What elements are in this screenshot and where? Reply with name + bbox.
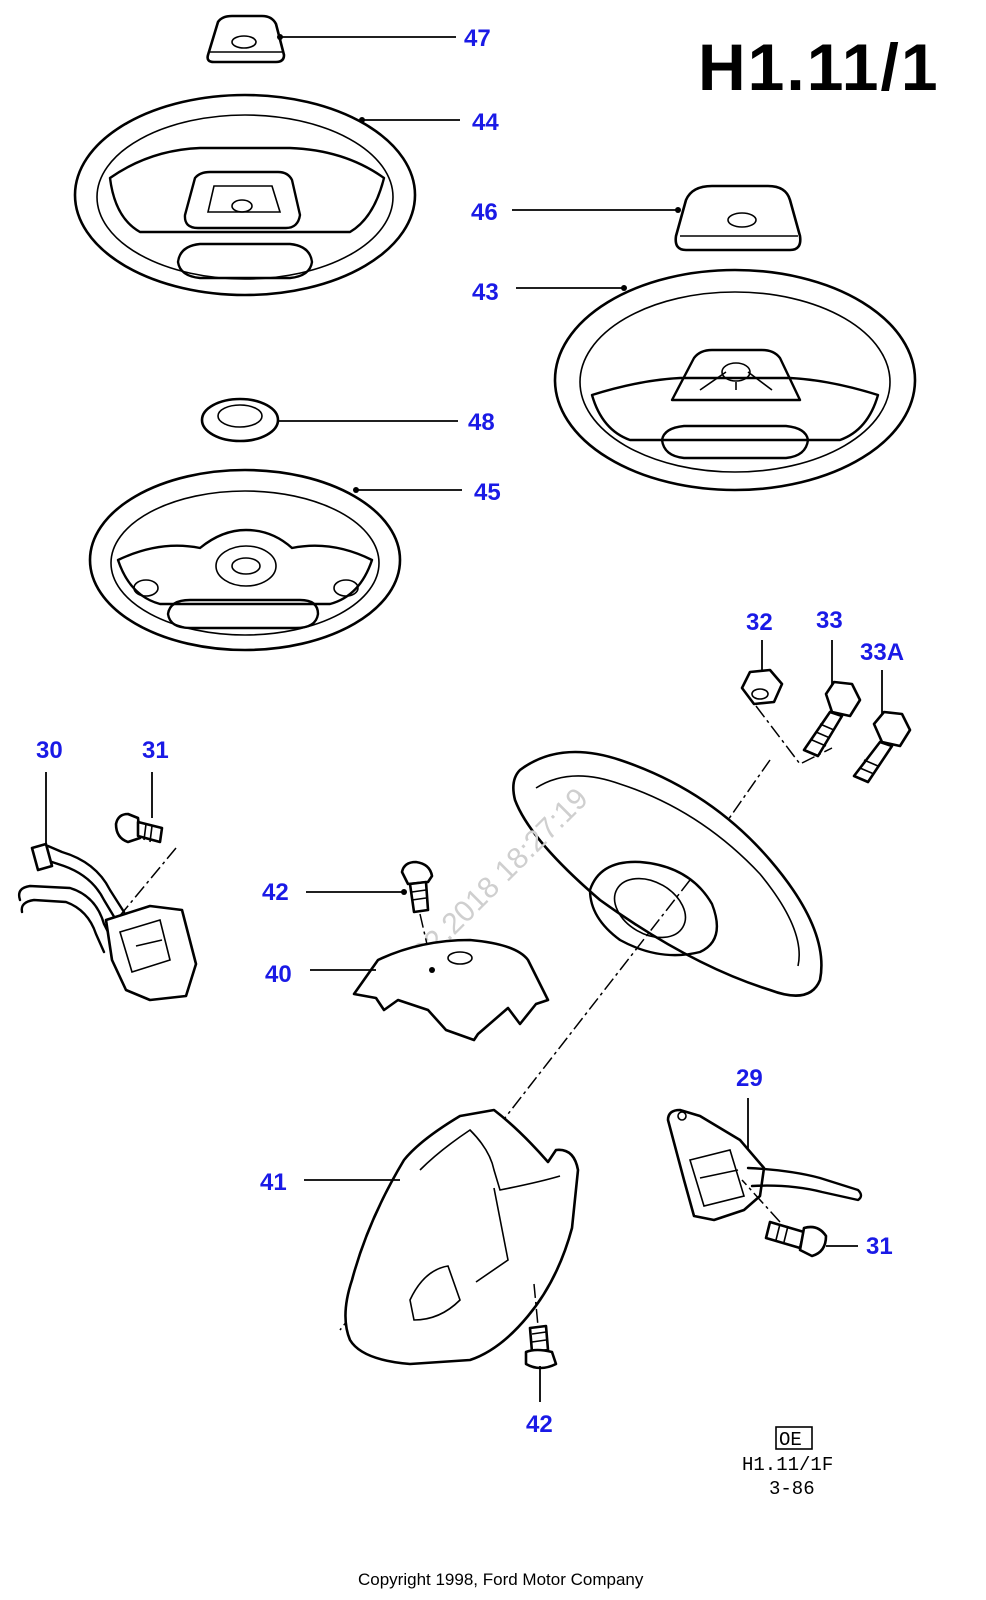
part-33-bolt	[802, 680, 862, 758]
callout-30: 30	[36, 737, 63, 764]
part-31-screw-left	[114, 812, 164, 844]
callout-46: 46	[471, 199, 498, 226]
callout-32: 32	[746, 609, 773, 636]
callout-43: 43	[472, 279, 499, 306]
callout-45: 45	[474, 479, 501, 506]
part-42-screw-lower	[524, 1324, 558, 1370]
callout-48: 48	[468, 409, 495, 436]
callout-42-lower: 42	[526, 1411, 553, 1438]
part-31-screw-right	[764, 1220, 828, 1258]
part-30-switch	[17, 842, 198, 1002]
part-29-switch	[666, 1108, 863, 1222]
callout-31-right: 31	[866, 1233, 893, 1260]
part-43-steering-wheel	[553, 268, 917, 492]
part-33a-bolt	[852, 710, 912, 784]
callout-41: 41	[260, 1169, 287, 1196]
part-47-horn-pad	[206, 14, 286, 64]
part-42-screw-upper	[400, 860, 434, 914]
part-46-horn-pad	[674, 184, 802, 252]
copyright: Copyright 1998, Ford Motor Company	[358, 1570, 644, 1589]
part-32-nut	[740, 668, 784, 706]
center-steering-wheel	[512, 750, 823, 997]
ref-sheet-code: H1.11/1F	[742, 1454, 833, 1476]
callout-42-upper: 42	[262, 879, 289, 906]
callout-29: 29	[736, 1065, 763, 1092]
ref-code-box	[775, 1426, 813, 1450]
sheet-title: H1.11/1	[698, 30, 940, 104]
callout-33: 33	[816, 607, 843, 634]
callout-40: 40	[265, 961, 292, 988]
ref-box-code: OE	[779, 1429, 802, 1451]
part-41-shroud-lower	[344, 1108, 580, 1366]
callout-33a: 33A	[860, 639, 904, 666]
part-48-center-cap	[200, 397, 280, 443]
callout-44: 44	[472, 109, 499, 136]
ref-date: 3-86	[769, 1478, 815, 1500]
part-40-shroud-upper	[352, 938, 550, 1042]
callout-47: 47	[464, 25, 491, 52]
part-44-steering-wheel	[73, 93, 417, 297]
callout-31-left: 31	[142, 737, 169, 764]
part-45-steering-wheel	[88, 468, 402, 652]
